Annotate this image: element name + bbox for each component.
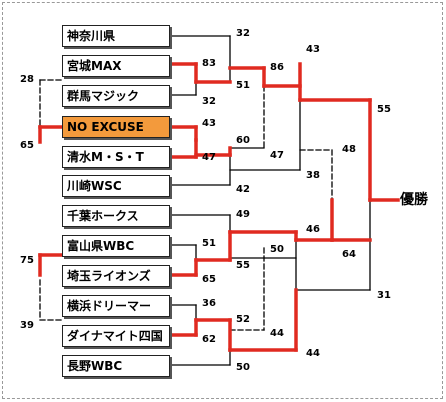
score-label: 39 — [20, 320, 34, 331]
score-label: 51 — [202, 238, 216, 249]
team-miyagi[interactable]: 宮城MAX — [62, 55, 170, 77]
team-saitama[interactable]: 埼玉ライオンズ — [62, 265, 170, 287]
score-label: 64 — [342, 249, 356, 260]
team-kawasaki[interactable]: 川崎WSC — [62, 175, 170, 197]
score-label: 47 — [202, 152, 216, 163]
team-gunma[interactable]: 群馬マジック — [62, 85, 170, 107]
score-label: 28 — [20, 74, 34, 85]
score-label: 31 — [377, 290, 391, 301]
score-label: 50 — [236, 362, 250, 373]
outer-frame — [2, 2, 443, 399]
team-chiba[interactable]: 千葉ホークス — [62, 205, 170, 227]
champion-label: 優勝 — [400, 192, 428, 208]
score-label: 86 — [270, 62, 284, 73]
score-label: 43 — [306, 44, 320, 55]
score-label: 65 — [202, 274, 216, 285]
score-label: 49 — [236, 209, 250, 220]
score-label: 32 — [236, 28, 250, 39]
score-label: 44 — [306, 348, 320, 359]
score-label: 55 — [236, 260, 250, 271]
score-label: 52 — [236, 314, 250, 325]
score-label: 46 — [306, 224, 320, 235]
score-label: 75 — [20, 255, 34, 266]
score-label: 36 — [202, 298, 216, 309]
score-label: 50 — [270, 244, 284, 255]
score-label: 62 — [202, 334, 216, 345]
team-kanagawa[interactable]: 神奈川県 — [62, 25, 170, 47]
score-label: 44 — [270, 328, 284, 339]
team-nagano[interactable]: 長野WBC — [62, 355, 170, 377]
score-label: 60 — [236, 135, 250, 146]
score-label: 48 — [342, 144, 356, 155]
score-label: 43 — [202, 118, 216, 129]
score-label: 42 — [236, 184, 250, 195]
score-label: 51 — [236, 80, 250, 91]
team-toyama[interactable]: 富山県WBC — [62, 235, 170, 257]
team-yokohama[interactable]: 横浜ドリーマー — [62, 295, 170, 317]
score-label: 55 — [377, 104, 391, 115]
team-no-excuse[interactable]: NO EXCUSE — [62, 116, 170, 138]
score-label: 47 — [270, 150, 284, 161]
score-label: 38 — [306, 170, 320, 181]
team-dynamite-shikoku[interactable]: ダイナマイト四国 — [62, 325, 170, 347]
team-shimizu[interactable]: 清水M・S・T — [62, 146, 170, 168]
score-label: 65 — [20, 140, 34, 151]
score-label: 83 — [202, 58, 216, 69]
score-label: 32 — [202, 96, 216, 107]
